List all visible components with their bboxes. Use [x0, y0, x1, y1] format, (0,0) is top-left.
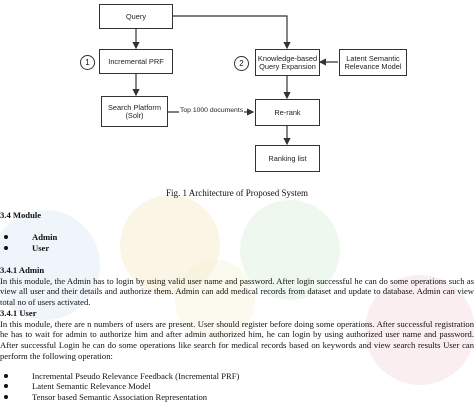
list-item: Incremental Pseudo Relevance Feedback (I…: [0, 371, 474, 382]
bullet-icon: [4, 234, 8, 239]
node-knowledge-expansion-label: Knowledge-based Query Expansion: [257, 53, 318, 71]
node-latent-model-label: Latent Semantic Relevance Model: [344, 53, 402, 71]
circle-label-1-text: 1: [85, 58, 90, 67]
circle-label-1: 1: [80, 55, 95, 70]
list-item: Admin: [0, 232, 474, 243]
circle-label-2-text: 2: [239, 59, 244, 68]
edge-label-top-documents: Top 1000 documents: [179, 107, 245, 114]
user-heading: 3.4.1 User: [0, 308, 37, 318]
node-query-label: Query: [125, 11, 147, 21]
bullet-icon: [4, 395, 8, 400]
node-query: Query: [99, 4, 173, 29]
edge-query-expansion: [173, 15, 291, 50]
user-paragraph: In this module, there are n numbers of u…: [0, 318, 474, 361]
bullet-icon: [4, 373, 8, 378]
architecture-diagram: Query Incremental PRF 1 Search Platform …: [0, 0, 474, 185]
node-search-platform-label: Search Platform (Solr): [108, 102, 161, 120]
node-search-platform: Search Platform (Solr): [101, 96, 168, 127]
bullet-icon: [4, 245, 8, 250]
module-item-admin: Admin: [32, 231, 58, 242]
edge-label-text: Top 1000 documents: [180, 107, 244, 114]
list-item: Tensor based Semantic Association Repres…: [0, 392, 474, 403]
list-item: User: [0, 243, 474, 254]
node-knowledge-expansion: Knowledge-based Query Expansion: [255, 49, 320, 76]
node-rerank: Re-rank: [255, 99, 320, 126]
list-item: Latent Semantic Relevance Model: [0, 381, 474, 392]
module-list: Admin User: [0, 232, 474, 254]
node-ranking-list: Ranking list: [255, 145, 320, 172]
diagram-connectors: [132, 15, 338, 146]
node-ranking-list-label: Ranking list: [268, 153, 307, 163]
node-latent-model: Latent Semantic Relevance Model: [339, 49, 407, 76]
module-heading: 3.4 Module: [0, 210, 42, 220]
module-item-user: User: [32, 242, 50, 253]
user-operations-list: Incremental Pseudo Relevance Feedback (I…: [0, 371, 474, 403]
figure-caption: Fig. 1 Architecture of Proposed System: [166, 188, 308, 198]
user-item-text: Incremental Pseudo Relevance Feedback (I…: [32, 370, 240, 381]
user-item-text: Tensor based Semantic Association Repres…: [32, 392, 208, 403]
user-item-text: Latent Semantic Relevance Model: [32, 381, 151, 392]
admin-paragraph: In this module, the Admin has to login b…: [0, 275, 474, 308]
bullet-icon: [4, 384, 8, 389]
circle-label-2: 2: [234, 56, 249, 71]
admin-section: 3.4.1 Admin In this module, the Admin ha…: [0, 265, 474, 308]
node-incremental-prf: Incremental PRF: [99, 49, 173, 74]
user-section: 3.4.1 User In this module, there are n n…: [0, 308, 474, 403]
node-rerank-label: Re-rank: [274, 107, 301, 117]
module-section: 3.4 Module Admin User: [0, 210, 474, 253]
node-incremental-prf-label: Incremental PRF: [108, 56, 164, 66]
admin-heading: 3.4.1 Admin: [0, 265, 45, 275]
